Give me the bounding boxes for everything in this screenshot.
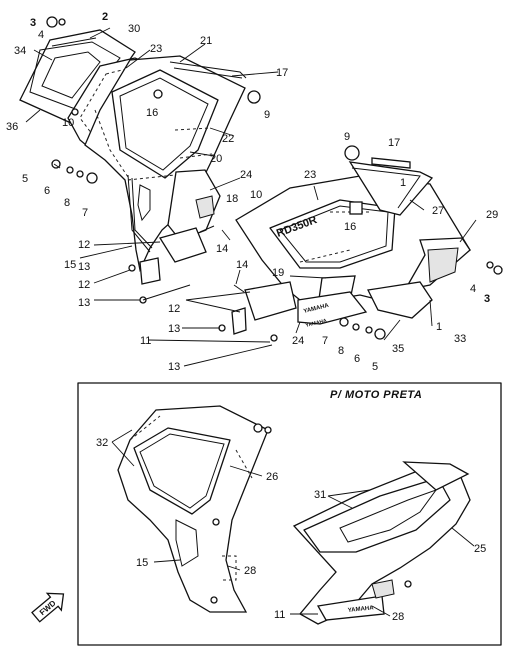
label-11: 11 (274, 609, 285, 621)
label-35: 35 (392, 343, 404, 355)
fasteners-right (339, 261, 503, 340)
label-8: 8 (338, 345, 344, 357)
fairing-right (235, 145, 471, 301)
label-1: 1 (400, 177, 406, 189)
label-31: 31 (314, 489, 326, 501)
label-8: 8 (64, 197, 70, 209)
label-21: 21 (200, 35, 212, 47)
label-16: 16 (146, 107, 158, 119)
label-2: 2 (102, 11, 108, 23)
label-3: 3 (484, 293, 490, 305)
label-14: 14 (236, 259, 248, 271)
label-32: 32 (96, 437, 108, 449)
part-labels: 2 3 4 30 34 36 23 21 17 9 16 22 20 10 5 … (6, 11, 498, 623)
label-23: 23 (150, 43, 162, 55)
fwd-arrow-icon: FWD (31, 592, 65, 623)
leader-lines-upper (25, 27, 477, 367)
label-36: 36 (6, 121, 18, 133)
label-11: 11 (140, 335, 151, 347)
decal-brand-lower: YAMAHA (305, 318, 328, 329)
label-9: 9 (264, 109, 270, 121)
label-29: 29 (486, 209, 498, 221)
label-1: 1 (436, 321, 442, 333)
label-4: 4 (38, 29, 44, 41)
brand-decal-lower: YAMAHA (305, 318, 328, 329)
label-17: 17 (388, 137, 400, 149)
label-24: 24 (240, 169, 252, 181)
label-12: 12 (78, 239, 90, 251)
label-6: 6 (354, 353, 360, 365)
label-22: 22 (222, 133, 234, 145)
upper-cowling-left (84, 55, 247, 273)
label-5: 5 (22, 173, 28, 185)
label-23: 23 (304, 169, 316, 181)
label-27: 27 (432, 205, 444, 217)
label-17: 17 (276, 67, 288, 79)
label-18: 18 (226, 193, 238, 205)
inset-fairing-right: YAMAHA (292, 461, 471, 625)
label-28: 28 (392, 611, 404, 623)
label-4: 4 (470, 283, 476, 295)
inset-title: P/ MOTO PRETA (330, 389, 422, 401)
inset-cowling-left (117, 405, 272, 613)
label-10: 10 (250, 189, 262, 201)
label-7: 7 (82, 207, 88, 219)
label-7: 7 (322, 335, 328, 347)
label-6: 6 (44, 185, 50, 197)
inset-box: P/ MOTO PRETA YAMAHA (31, 382, 502, 646)
label-12: 12 (78, 279, 90, 291)
label-28: 28 (244, 565, 256, 577)
leader-lines-inset (111, 429, 475, 617)
label-20: 20 (210, 153, 222, 165)
label-14: 14 (216, 243, 228, 255)
label-13: 13 (78, 261, 90, 273)
side-panel-left (127, 169, 221, 253)
label-34: 34 (14, 45, 26, 57)
label-12: 12 (168, 303, 180, 315)
label-13: 13 (78, 297, 90, 309)
label-16: 16 (344, 221, 356, 233)
label-13: 13 (168, 361, 180, 373)
label-24: 24 (292, 335, 304, 347)
label-25: 25 (474, 543, 486, 555)
label-10: 10 (62, 117, 74, 129)
label-5: 5 (372, 361, 378, 373)
label-30: 30 (128, 23, 140, 35)
inset-brand-decal: YAMAHA (348, 605, 375, 614)
label-19: 19 (272, 267, 284, 279)
label-33: 33 (454, 333, 466, 345)
label-3: 3 (30, 17, 36, 29)
label-15: 15 (64, 259, 76, 271)
lower-right-pieces (297, 237, 471, 325)
label-26: 26 (266, 471, 278, 483)
label-15: 15 (136, 557, 148, 569)
bracket-center (218, 281, 297, 342)
bracket-left (128, 225, 215, 304)
label-13: 13 (168, 323, 180, 335)
label-9: 9 (344, 131, 350, 143)
